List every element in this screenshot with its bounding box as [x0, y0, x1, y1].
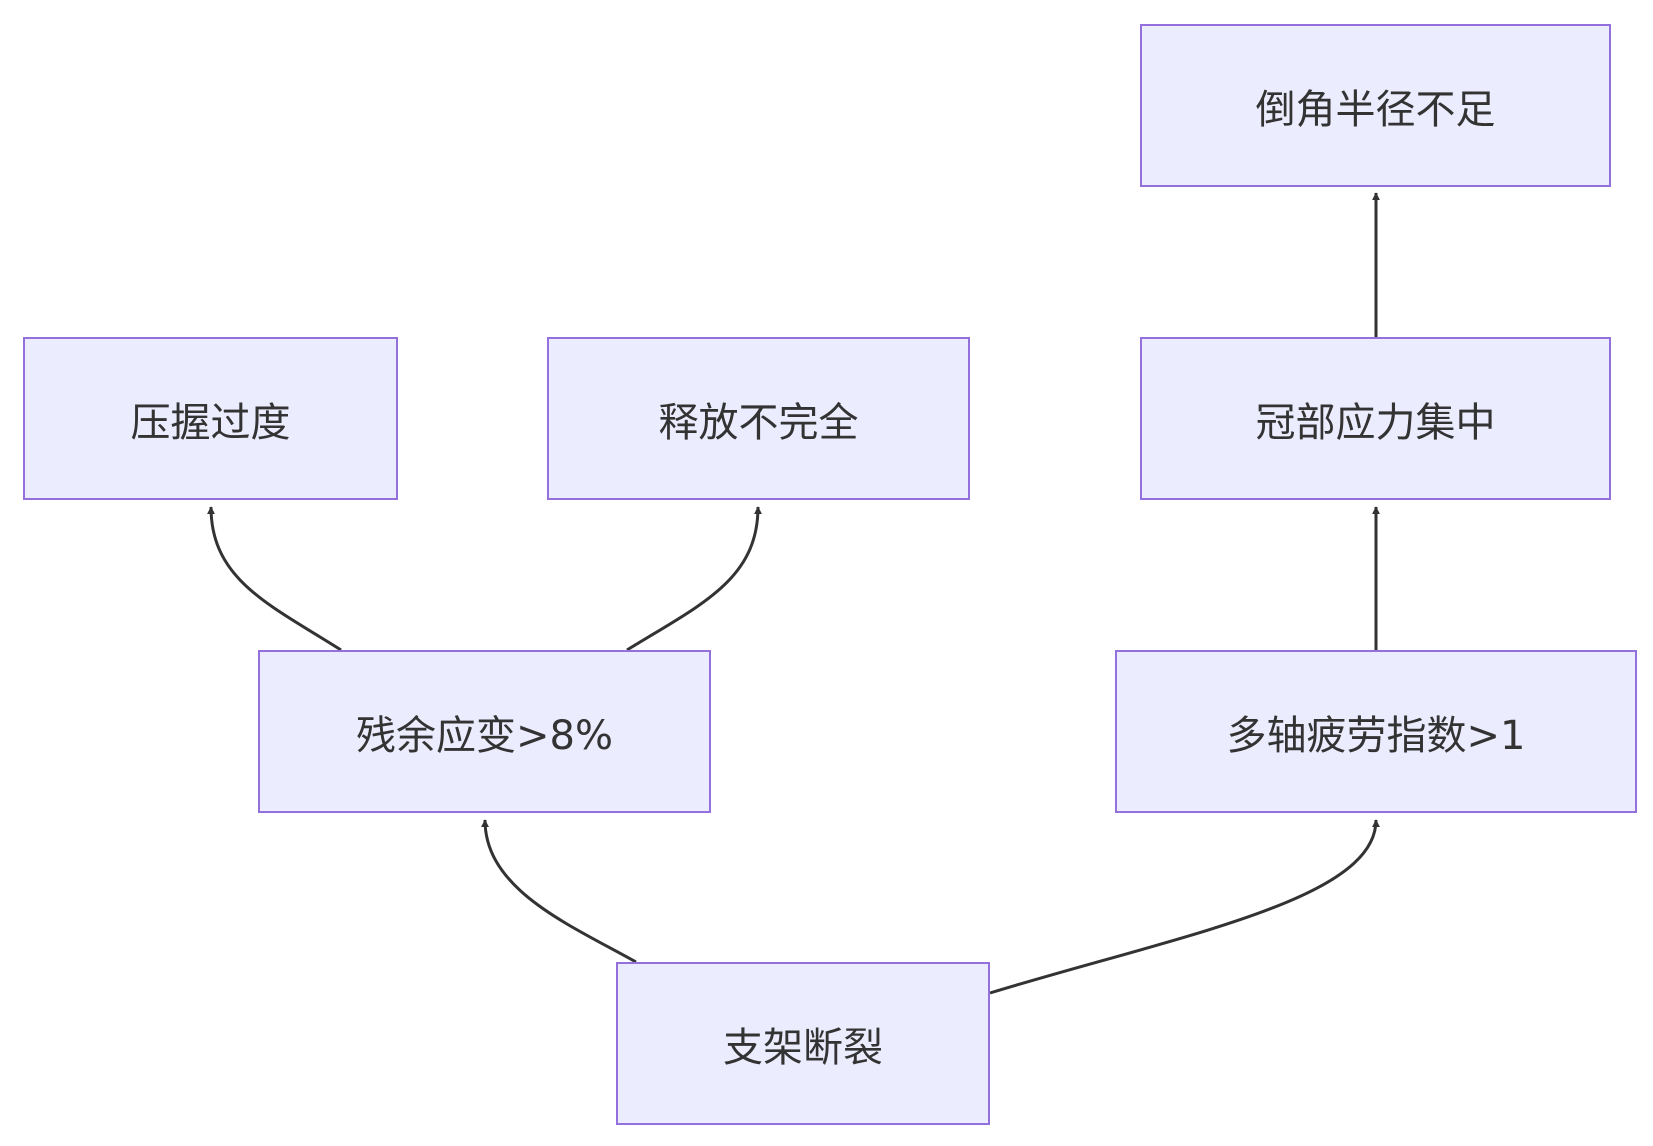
edge-fracture-to-residual-strain	[481, 819, 637, 964]
edge-residual-strain-to-incomplete-release	[626, 506, 762, 652]
node-over-crimp[interactable]: 压握过度	[23, 337, 398, 500]
node-fillet-radius-label: 倒角半径不足	[1255, 86, 1496, 133]
node-over-crimp-label: 压握过度	[130, 399, 291, 446]
node-crown-stress[interactable]: 冠部应力集中	[1140, 337, 1611, 500]
node-fatigue-index-label: 多轴疲劳指数>1	[1226, 712, 1526, 759]
node-crown-stress-label: 冠部应力集中	[1255, 399, 1496, 446]
node-incomplete-release-label: 释放不完全	[658, 399, 859, 446]
node-fracture[interactable]: 支架断裂	[616, 962, 990, 1125]
node-fatigue-index[interactable]: 多轴疲劳指数>1	[1115, 650, 1637, 813]
node-residual-strain-label: 残余应变>8%	[356, 712, 613, 759]
edge-residual-strain-to-over-crimp	[207, 506, 342, 652]
node-fillet-radius[interactable]: 倒角半径不足	[1140, 24, 1611, 187]
node-residual-strain[interactable]: 残余应变>8%	[258, 650, 711, 813]
node-fracture-label: 支架断裂	[723, 1024, 883, 1071]
edge-fracture-to-fatigue-index	[989, 819, 1380, 995]
node-incomplete-release[interactable]: 释放不完全	[547, 337, 970, 500]
